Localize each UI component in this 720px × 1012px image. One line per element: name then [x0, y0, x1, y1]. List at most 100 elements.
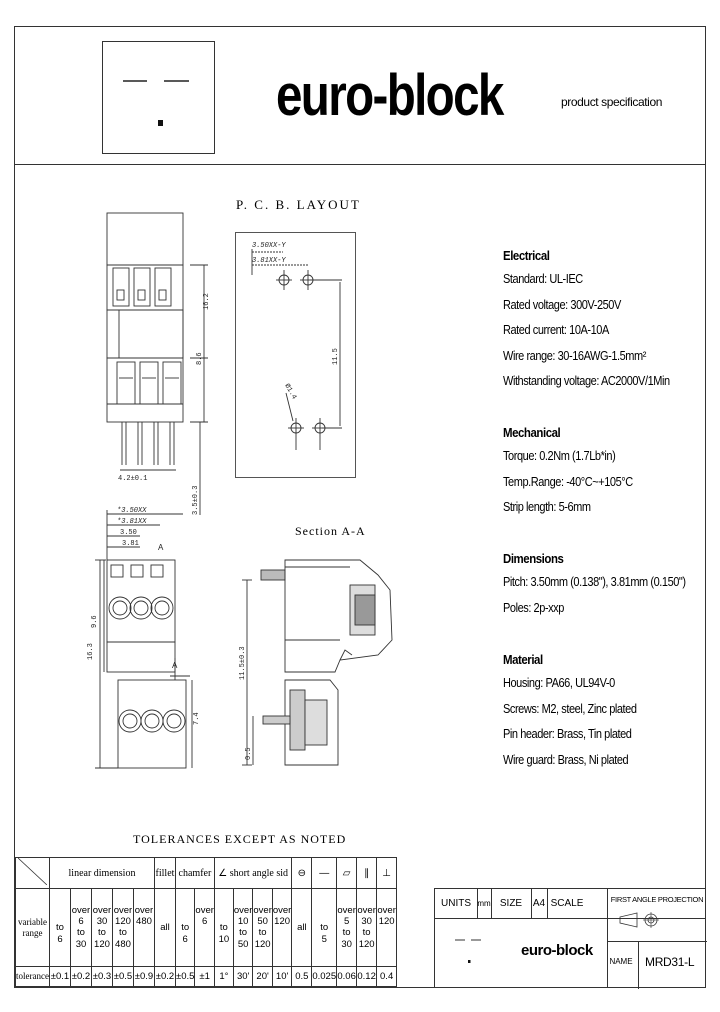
tol-header-corner [15, 857, 50, 889]
spec-row: Poles: 2p-xxp [503, 600, 564, 615]
tol-value-row: tolerance ±0.1±0.2±0.3±0.5±0.9±0.2±0.5±1… [15, 966, 398, 987]
tol-range-line: over 120 [272, 904, 292, 927]
front-view-drawing [106, 212, 208, 515]
tol-range-cell: over 6 [194, 888, 215, 967]
tol-range-line: 10 [218, 933, 230, 945]
tol-header-angle: ∠ short angle sid [213, 857, 293, 889]
tol-range-line: to [239, 926, 248, 938]
brand-name: euro-block [276, 63, 504, 128]
title-block-logo-icon [455, 939, 481, 963]
tol-range-line: 120 [254, 938, 271, 950]
spec-material: Material Housing: PA66, UL94V-0 Screws: … [503, 652, 637, 775]
range-label: range [22, 927, 43, 938]
spec-electrical: Electrical Standard: UL-IEC Rated voltag… [503, 248, 670, 397]
size-label: SIZE [491, 889, 532, 918]
top-label-350: 3.50 [120, 529, 137, 537]
tol-range-line [134, 939, 154, 951]
top-label-350xx: *3.50XX [117, 507, 147, 515]
tol-range-line: 6 [57, 933, 63, 945]
header-divider [14, 164, 706, 165]
top-label-163: 16.3 [87, 643, 95, 660]
tol-range-line: over 120 [113, 904, 133, 927]
parallelism-icon: ⊖ [291, 857, 313, 889]
section-title: Section A-A [295, 524, 366, 538]
tol-value-cell: ±0.5 [174, 966, 196, 987]
tol-value-cell: ±0.2 [153, 966, 176, 987]
tol-range-line [155, 910, 175, 922]
drawing-frame [14, 26, 706, 988]
tol-range-cell: over 120 [376, 888, 398, 967]
tol-header-angle-label: short angle sid [229, 867, 289, 879]
front-label-42: 4.2±0.1 [118, 475, 147, 483]
tol-range-line [292, 934, 311, 946]
units-value: mm [477, 889, 492, 918]
tol-value-cell: 0.4 [376, 966, 398, 987]
tol-range-line: to [98, 926, 106, 938]
tol-range-line: over 5 [337, 904, 356, 927]
tolerances-table: linear dimension fillet chamfer ∠ short … [15, 857, 398, 987]
tol-range-line [134, 927, 154, 939]
title-block: UNITS mm SIZE A4 SCALE FIRST ANGLE PROJE… [434, 888, 707, 989]
spec-heading: Material [503, 652, 543, 667]
pcb-layout-lines [251, 249, 342, 450]
tol-range-line [195, 939, 213, 951]
tol-range-line: to [362, 926, 371, 938]
tol-range-line: to [181, 921, 190, 933]
tol-value-cell: ±0.5 [111, 966, 134, 987]
tol-range-cell: all [291, 888, 313, 967]
tol-range-line: to [320, 921, 329, 933]
size-value: A4 [531, 889, 548, 918]
logo [102, 41, 215, 154]
section-marker-a-top: A [158, 543, 164, 552]
section-marker-a-bottom: A [172, 661, 178, 670]
part-name: MRD31-L [645, 955, 695, 969]
spec-row: Torque: 0.2Nm (1.7Lb*in) [503, 449, 616, 463]
pcb-label-381: 3.81XX-Y [252, 257, 286, 265]
tol-range-line: over 10 [233, 904, 253, 927]
tol-range-line [215, 910, 233, 922]
tol-range-line: 480 [115, 938, 131, 950]
tol-range-line: to [119, 926, 127, 938]
parallel-icon: ∥ [356, 857, 378, 889]
tol-range-line: over 6 [71, 904, 91, 927]
pcb-layout-title: P. C. B. LAYOUT [236, 197, 361, 212]
spec-heading: Dimensions [503, 551, 564, 566]
tol-range-line: over 30 [92, 904, 112, 927]
pcb-label-height: 11.5 [332, 348, 340, 365]
spec-row: Strip length: 5-6mm [503, 500, 591, 515]
tol-range-line [377, 939, 396, 951]
tol-value-cell: 30' [232, 966, 254, 987]
document-subtitle: product specification [561, 95, 662, 109]
tol-range-line: to [219, 921, 228, 933]
first-angle-projection-icon [619, 912, 659, 928]
tol-range-line: 30 [341, 938, 352, 950]
name-label: NAME [609, 957, 633, 966]
tol-range-line: 50 [237, 938, 249, 950]
pcb-layout-drawing [235, 232, 356, 478]
spec-row: Housing: PA66, UL94V-0 [503, 676, 615, 690]
top-label-381xx: *3.81XX [117, 518, 147, 526]
tol-range-line: over 30 [357, 904, 376, 927]
tol-range-line [155, 934, 175, 946]
section-label-115: 11.5±0.3 [239, 646, 247, 680]
tol-value-cell: ±0.2 [69, 966, 92, 987]
tol-range-line: over 120 [377, 904, 396, 927]
tol-value-cell: ±1 [194, 966, 215, 987]
front-label-86: 8.6 [196, 352, 204, 365]
tol-value-cell: 0.5 [291, 966, 313, 987]
top-view-drawing [95, 510, 193, 769]
tol-range-line: 5 [321, 933, 327, 945]
tol-range-line [377, 927, 396, 939]
cylindricity-icon: ▱ [336, 857, 358, 889]
tol-range-line: over 480 [134, 904, 154, 927]
flatness-icon: — [311, 857, 338, 889]
